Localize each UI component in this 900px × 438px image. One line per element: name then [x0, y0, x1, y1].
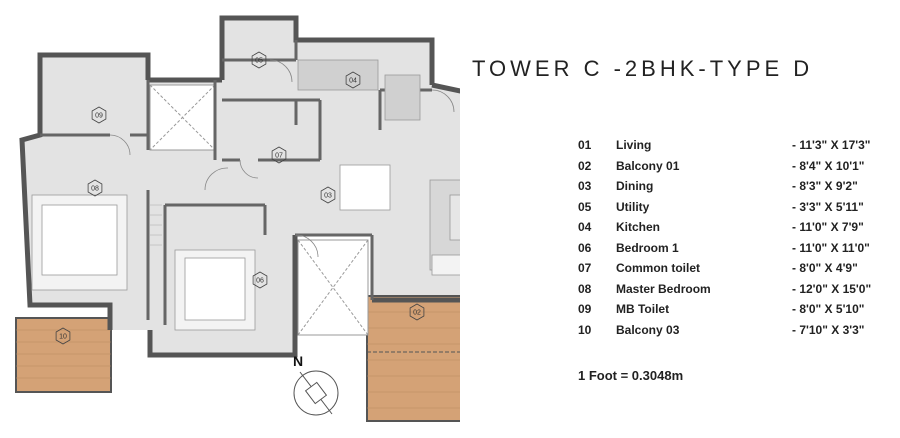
room-size: - 7'10" X 3'3"	[792, 322, 865, 337]
room-tag: 08	[87, 179, 103, 197]
room-number: 04	[578, 220, 592, 234]
room-size: - 11'3" X 17'3"	[792, 138, 871, 152]
room-size: - 8'3" X 9'2"	[792, 179, 858, 193]
room-tag: 05	[251, 51, 267, 69]
room-name: Dining	[616, 179, 654, 193]
legend-row: 04 Kitchen - 11'0" X 7'9"	[578, 220, 888, 241]
legend-row: 01 Living - 11'3" X 17'3"	[578, 138, 888, 159]
room-size: - 8'4" X 10'1"	[792, 158, 865, 173]
room-name: Balcony 03	[616, 322, 680, 337]
room-tag: 02	[409, 303, 425, 321]
floor-plan: 01020304050607080910 N	[15, 15, 460, 422]
room-tag-label: 07	[275, 153, 283, 160]
furniture	[31, 59, 460, 331]
room-tag-label: 05	[255, 58, 263, 65]
walls	[19, 15, 460, 358]
room-tag: 10	[55, 327, 71, 345]
legend-row: 03 Dining - 8'3" X 9'2"	[578, 179, 888, 200]
duct-shaft	[149, 84, 369, 336]
hexagon-icon	[345, 71, 361, 89]
utility-rack	[150, 204, 162, 246]
room-number: 07	[578, 261, 592, 275]
room-size: - 8'0" X 4'9"	[792, 261, 858, 275]
legend-row: 05 Utility - 3'3" X 5'11"	[578, 200, 888, 221]
room-number: 09	[578, 302, 592, 316]
room-size: - 11'0" X 11'0"	[792, 240, 870, 255]
legend-row: 06 Bedroom 1 - 11'0" X 11'0"	[578, 241, 888, 262]
room-number: 06	[578, 240, 592, 255]
room-number: 03	[578, 179, 592, 193]
legend-row: 02 Balcony 01 - 8'4" X 10'1"	[578, 159, 888, 180]
room-name: Bedroom 1	[616, 240, 679, 255]
room-name: MB Toilet	[616, 302, 670, 316]
floor-area	[20, 18, 460, 355]
hexagon-icon	[55, 327, 71, 345]
room-name: Master Bedroom	[616, 281, 711, 296]
room-number: 10	[578, 322, 592, 337]
room-tag: 07	[271, 146, 287, 164]
legend-row: 09 MB Toilet - 8'0" X 5'10"	[578, 302, 888, 323]
room-tag-label: 09	[95, 113, 103, 120]
room-tags: 01020304050607080910	[55, 51, 425, 345]
room-size: - 3'3" X 5'11"	[792, 199, 864, 214]
room-tag-label: 06	[256, 278, 264, 285]
room-legend: 01 Living - 11'3" X 17'3" 02 Balcony 01 - 8'4…	[578, 138, 888, 343]
legend-row: 08 Master Bedroom - 12'0" X 15'0"	[578, 282, 888, 303]
room-number: 05	[578, 199, 592, 214]
north-arrow: N	[293, 353, 339, 416]
legend-row: 10 Balcony 03 - 7'10" X 3'3"	[578, 323, 888, 344]
room-tag-label: 04	[349, 78, 357, 85]
hexagon-icon	[87, 179, 103, 197]
room-name: Balcony 01	[616, 158, 680, 173]
room-name: Common toilet	[616, 261, 700, 275]
hexagon-icon	[91, 106, 107, 124]
room-tag-label: 10	[59, 334, 67, 341]
room-tag-label: 02	[413, 310, 421, 317]
room-tag-label: 08	[91, 186, 99, 193]
hexagon-icon	[320, 186, 336, 204]
room-name: Kitchen	[616, 220, 661, 234]
room-tag: 03	[320, 186, 336, 204]
hexagon-icon	[409, 303, 425, 321]
legend-row: 07 Common toilet - 8'0" X 4'9"	[578, 261, 888, 282]
room-tag: 09	[91, 106, 107, 124]
room-name: Living	[616, 138, 652, 152]
room-name: Utility	[616, 199, 650, 214]
room-tag: 04	[345, 71, 361, 89]
inner-walls	[40, 40, 432, 325]
balcony-03	[15, 317, 112, 393]
hexagon-icon	[252, 271, 268, 289]
north-label: N	[293, 353, 303, 369]
plan-title: TOWER C -2BHK-TYPE D	[472, 56, 814, 81]
hexagon-icon	[271, 146, 287, 164]
room-tag-label: 03	[324, 193, 332, 200]
room-number: 01	[578, 138, 592, 152]
room-size: - 8'0" X 5'10"	[792, 302, 865, 316]
room-number: 08	[578, 281, 592, 296]
room-tag: 06	[252, 271, 268, 289]
unit-conversion: 1 Foot = 0.3048m	[578, 368, 684, 383]
doors	[109, 59, 455, 258]
room-size: - 12'0" X 15'0"	[792, 281, 872, 296]
hexagon-icon	[251, 51, 267, 69]
room-size: - 11'0" X 7'9"	[792, 220, 864, 234]
balcony-02	[366, 295, 460, 422]
room-number: 02	[578, 158, 592, 173]
